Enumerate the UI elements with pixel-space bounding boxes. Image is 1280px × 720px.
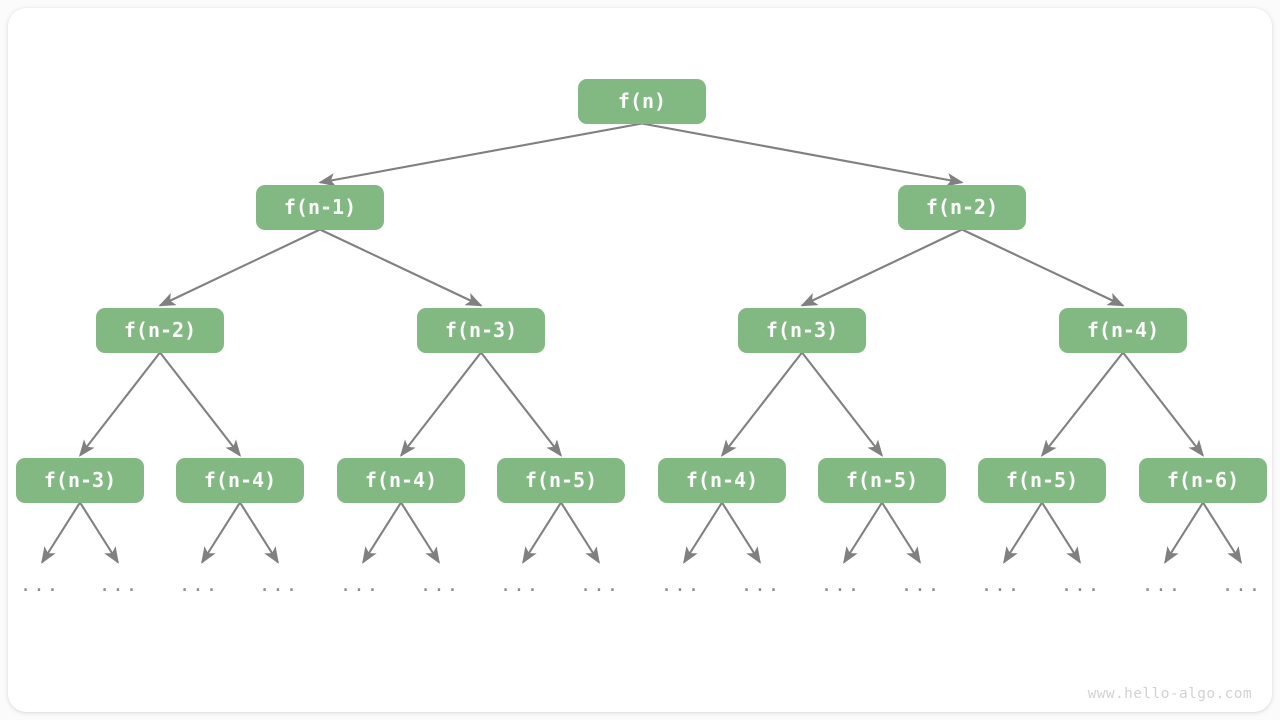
tree-node: f(n-2) [898,184,1026,230]
tree-edge [1122,351,1205,457]
leaf-edge [683,501,723,564]
leaf-edge [41,501,81,564]
tree-node-label: f(n-5) [524,468,598,492]
tree-edge [159,351,242,457]
tree-node: f(n-1) [256,184,384,230]
tree-edge [158,228,321,307]
leaf-edge [881,501,921,564]
tree-node: f(n-5) [497,457,625,503]
tree-node: f(n-4) [337,457,465,503]
tree-node-label: f(n-6) [1166,468,1240,492]
ellipsis-marker: ... [1221,574,1263,596]
diagram-stage: f(n) f(n-1) f(n-2) f(n-2) f(n-3) f(n-3) f(n-4)… [8,8,1272,712]
leaf-edges [41,501,1242,564]
tree-node: f(n-2) [96,307,224,353]
leaf-edge [1164,501,1204,564]
tree-node-label: f(n-1) [283,195,357,219]
tree-edge [78,351,161,457]
tree-node: f(n-4) [176,457,304,503]
leaf-edge [721,501,761,564]
tree-edge [801,351,884,457]
tree-node-label: f(n-5) [1005,468,1079,492]
leaf-edge [239,501,279,564]
ellipsis-marker: ... [499,574,541,596]
diagram-card: f(n) f(n-1) f(n-2) f(n-2) f(n-3) f(n-3) f(n-4)… [8,8,1272,712]
tree-edge [399,351,482,457]
tree-edge [318,122,643,187]
ellipsis-marker: ... [98,574,140,596]
tree-edge [480,351,563,457]
ellipsis-marker: ... [258,574,300,596]
leaf-edge [1003,501,1043,564]
tree-edge [319,228,483,307]
ellipsis-marker: ... [178,574,220,596]
tree-node: f(n-4) [658,457,786,503]
tree-node: f(n-5) [978,457,1106,503]
tree-node-label: f(n-2) [123,318,197,342]
tree-node-label: f(n-3) [765,318,839,342]
tree-edge [720,351,803,457]
tree-node-label: f(n-3) [43,468,117,492]
tree-node: f(n-3) [16,457,144,503]
leaf-edge [362,501,402,564]
tree-node: f(n-5) [818,457,946,503]
ellipsis-marker: ... [740,574,782,596]
ellipsis-marker: ... [579,574,621,596]
leaf-edge [79,501,119,564]
ellipsis-marker: ... [419,574,461,596]
leaf-edge [560,501,600,564]
tree-node: f(n-3) [417,307,545,353]
ellipsis-marker: ... [19,574,61,596]
leaf-edge [1041,501,1081,564]
ellipsis-marker: ... [339,574,381,596]
tree-edge [800,228,963,307]
ellipsis-marker: ... [900,574,942,596]
watermark: www.hello-algo.com [1087,686,1252,702]
tree-node-label: f(n-2) [925,195,999,219]
tree-node: f(n-3) [738,307,866,353]
tree-edge [961,228,1125,307]
tree-node-label: f(n-4) [203,468,277,492]
leaf-edge [400,501,440,564]
tree-edge [641,122,964,187]
ellipsis-marker: ... [1060,574,1102,596]
leaf-edge [522,501,562,564]
ellipsis-marker: ... [660,574,702,596]
tree-node-label: f(n) [617,89,667,113]
tree-node: f(n-4) [1059,307,1187,353]
leaf-edge [201,501,241,564]
leaf-edge [1202,501,1242,564]
tree-node-label: f(n-4) [1086,318,1160,342]
tree-node: f(n-6) [1139,457,1267,503]
tree-edges [78,122,1205,457]
tree-node-label: f(n-5) [845,468,919,492]
leaf-edge [843,501,883,564]
ellipsis-marker: ... [820,574,862,596]
ellipsis-marker: ... [1141,574,1183,596]
tree-edge [1040,351,1124,457]
tree-node-label: f(n-4) [364,468,438,492]
tree-node: f(n) [578,78,706,124]
tree-node-label: f(n-3) [444,318,518,342]
tree-node-label: f(n-4) [685,468,759,492]
ellipsis-marker: ... [980,574,1022,596]
